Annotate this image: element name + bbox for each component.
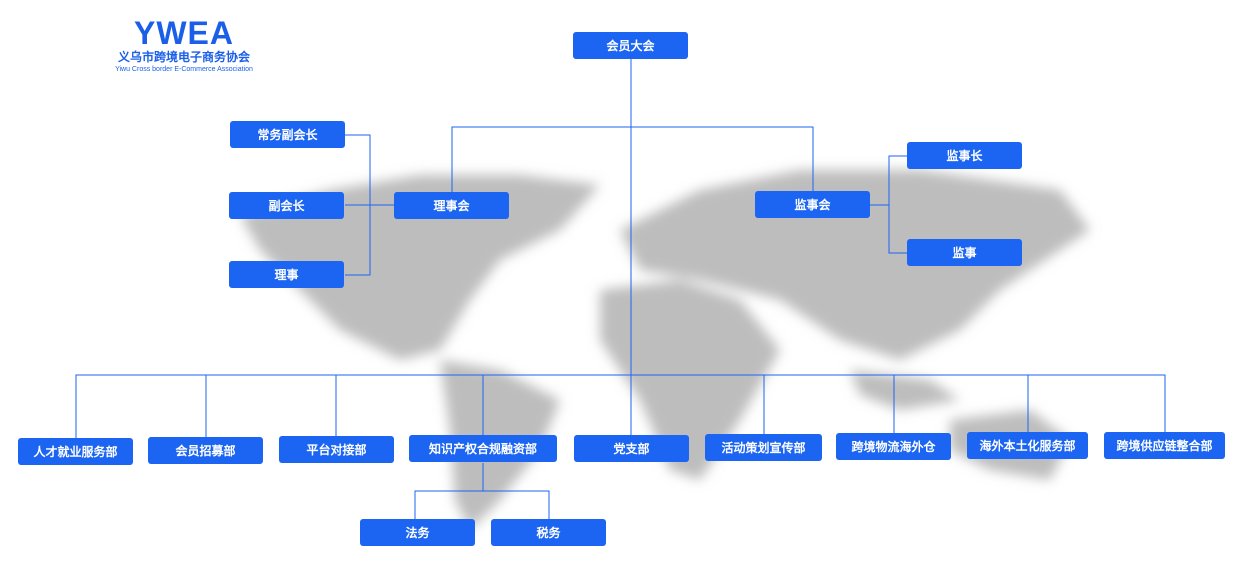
ywea-logo: YWEA 义乌市跨境电子商务协会 Yiwu Cross border E-Com… — [108, 16, 260, 74]
node-council[interactable]: 理事会 — [394, 192, 509, 219]
logo-title-cn: 义乌市跨境电子商务协会 — [117, 50, 250, 64]
node-chief-supervisor[interactable]: 监事长 — [907, 142, 1022, 169]
node-vice-president[interactable]: 副会长 — [229, 192, 344, 219]
node-director[interactable]: 理事 — [229, 261, 344, 288]
node-exec-vice-president[interactable]: 常务副会长 — [230, 121, 345, 148]
node-supervisory-board[interactable]: 监事会 — [755, 191, 870, 218]
node-department[interactable]: 跨境物流海外仓 — [836, 433, 951, 460]
node-assembly[interactable]: 会员大会 — [573, 32, 688, 59]
logo-title-en: Yiwu Cross border E-Commerce Association — [115, 66, 253, 73]
node-department[interactable]: 党支部 — [574, 435, 689, 462]
node-department[interactable]: 知识产权合规融资部 — [409, 435, 557, 462]
node-legal[interactable]: 法务 — [360, 519, 475, 546]
node-department[interactable]: 平台对接部 — [279, 436, 394, 463]
node-department[interactable]: 跨境供应链整合部 — [1104, 432, 1225, 459]
node-tax[interactable]: 税务 — [491, 519, 606, 546]
logo-mark: YWEA — [134, 15, 234, 51]
node-department[interactable]: 海外本土化服务部 — [967, 432, 1088, 459]
node-department[interactable]: 人才就业服务部 — [18, 438, 133, 465]
node-department[interactable]: 活动策划宣传部 — [705, 434, 822, 461]
node-department[interactable]: 会员招募部 — [148, 437, 263, 464]
node-supervisor[interactable]: 监事 — [907, 239, 1022, 266]
